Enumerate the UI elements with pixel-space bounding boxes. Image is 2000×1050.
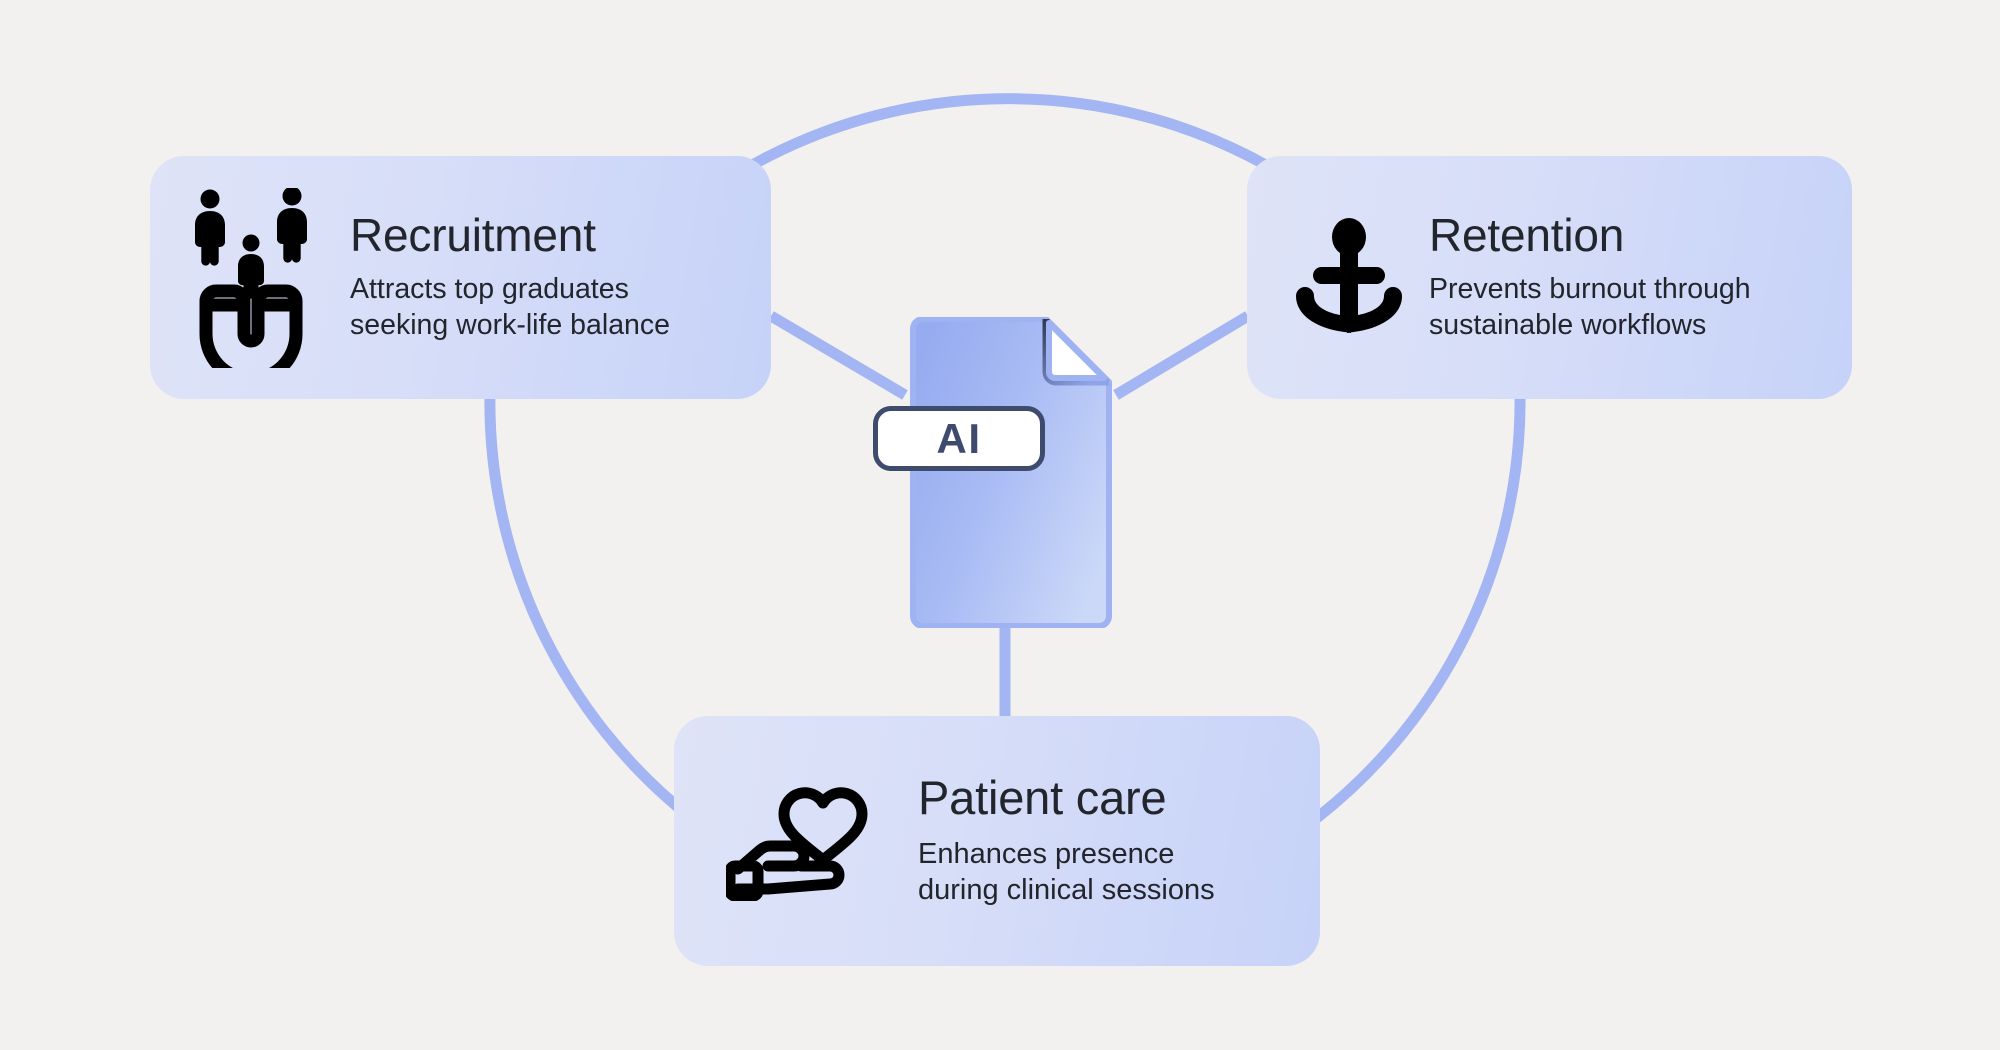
link-ai-retention bbox=[1113, 311, 1251, 400]
recruitment-icon-group bbox=[190, 187, 312, 368]
card-description-patient-care: Enhances presence during clinical sessio… bbox=[918, 837, 1215, 907]
people-group-icon bbox=[195, 187, 307, 301]
document-page bbox=[910, 317, 1112, 628]
recruitment-text: Recruitment Attracts top graduates seeki… bbox=[350, 211, 670, 344]
anchor-icon bbox=[1296, 217, 1402, 333]
arc-recruitment-patient bbox=[484, 386, 696, 823]
card-description-retention: Prevents burnout through sustainable wor… bbox=[1429, 272, 1751, 341]
ai-badge[interactable]: AI bbox=[873, 406, 1045, 471]
arc-recruitment-retention bbox=[729, 93, 1289, 181]
document-fold-corner bbox=[1046, 320, 1107, 381]
retention-icon-group bbox=[1295, 217, 1403, 339]
arc-retention-patient bbox=[1312, 386, 1526, 823]
ai-badge-label: AI bbox=[936, 414, 982, 462]
card-recruitment[interactable]: Recruitment Attracts top graduates seeki… bbox=[150, 156, 771, 399]
card-retention[interactable]: Retention Prevents burnout through susta… bbox=[1247, 156, 1852, 399]
document-icon[interactable] bbox=[901, 317, 1121, 628]
card-patient-care[interactable]: Patient care Enhances presence during cl… bbox=[674, 716, 1320, 966]
hand-holding-heart-icon bbox=[726, 787, 868, 901]
retention-text: Retention Prevents burnout through susta… bbox=[1429, 211, 1751, 344]
card-title-retention: Retention bbox=[1429, 209, 1625, 262]
patient-care-icon-group bbox=[726, 781, 884, 901]
magnet-icon bbox=[199, 284, 303, 368]
link-recruitment-ai bbox=[768, 311, 908, 400]
card-title-recruitment: Recruitment bbox=[350, 209, 596, 262]
card-description-recruitment: Attracts top graduates seeking work-life… bbox=[350, 272, 670, 341]
card-title-patient-care: Patient care bbox=[918, 771, 1167, 825]
patient-care-text: Patient care Enhances presence during cl… bbox=[918, 773, 1215, 909]
